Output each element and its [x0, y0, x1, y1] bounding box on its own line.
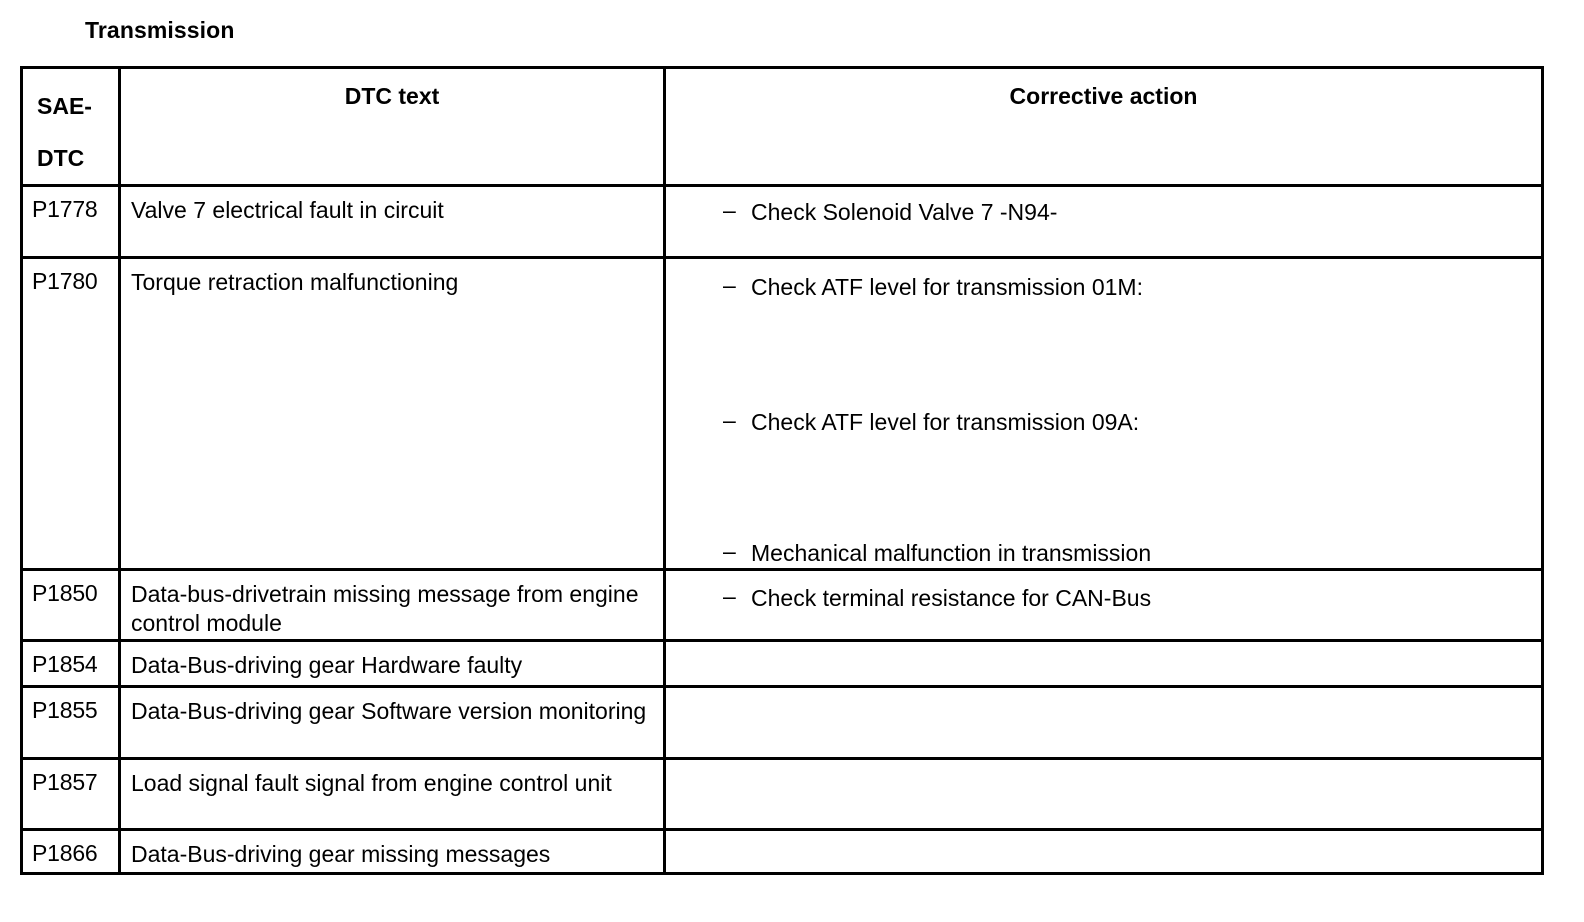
corrective-action-text: Check ATF level for transmission 09A:	[751, 409, 1140, 435]
table-row: P1778 Valve 7 electrical fault in circui…	[20, 184, 1544, 259]
table-row: P1854 Data-Bus-driving gear Hardware fau…	[20, 639, 1544, 688]
corrective-action-text: Check ATF level for transmission 01M:	[751, 274, 1143, 300]
corrective-action-text: Check Solenoid Valve 7 -N94-	[751, 199, 1058, 225]
dtc-code-cell: P1850	[20, 568, 121, 642]
dtc-table: SAE- DTC DTC text Corrective action P177…	[20, 66, 1544, 875]
column-header-dtc-text: DTC text	[118, 66, 666, 187]
spacer	[723, 302, 1541, 408]
column-header-sae-line2: DTC	[37, 145, 85, 171]
column-header-sae-dtc: SAE- DTC	[20, 66, 121, 187]
corrective-action-list: – Check ATF level for transmission 01M: …	[723, 272, 1541, 568]
corrective-action-cell: – Check Solenoid Valve 7 -N94-	[663, 184, 1544, 259]
table-row: P1857 Load signal fault signal from engi…	[20, 757, 1544, 831]
dtc-text-cell: Load signal fault signal from engine con…	[118, 757, 666, 831]
corrective-action-item: – Check terminal resistance for CAN-Bus	[723, 583, 1541, 613]
dtc-code-cell: P1866	[20, 828, 121, 875]
corrective-action-cell	[663, 685, 1544, 760]
dtc-text-cell: Valve 7 electrical fault in circuit	[118, 184, 666, 259]
corrective-action-cell: – Check terminal resistance for CAN-Bus	[663, 568, 1544, 642]
corrective-action-item: – Check ATF level for transmission 01M:	[723, 272, 1541, 302]
dash-bullet-icon: –	[723, 583, 736, 609]
table-row: P1855 Data-Bus-driving gear Software ver…	[20, 685, 1544, 760]
page-title: Transmission	[85, 17, 235, 43]
table-row: P1850 Data-bus-drivetrain missing messag…	[20, 568, 1544, 642]
dash-bullet-icon: –	[723, 272, 736, 298]
dtc-text-cell: Data-bus-drivetrain missing message from…	[118, 568, 666, 642]
corrective-action-cell	[663, 757, 1544, 831]
corrective-action-cell	[663, 639, 1544, 688]
table-header-row: SAE- DTC DTC text Corrective action	[20, 66, 1544, 187]
dtc-code-cell: P1780	[20, 256, 121, 571]
corrective-action-item: – Check Solenoid Valve 7 -N94-	[723, 197, 1541, 227]
dtc-text-cell: Data-Bus-driving gear Software version m…	[118, 685, 666, 760]
dtc-code-cell: P1857	[20, 757, 121, 831]
table-row: P1780 Torque retraction malfunctioning –…	[20, 256, 1544, 571]
dtc-code-cell: P1855	[20, 685, 121, 760]
corrective-action-item: – Check ATF level for transmission 09A:	[723, 407, 1541, 437]
dtc-text-cell: Data-Bus-driving gear missing messages	[118, 828, 666, 875]
corrective-action-list: – Check Solenoid Valve 7 -N94-	[723, 197, 1541, 227]
column-header-sae-line1: SAE-	[37, 93, 92, 119]
corrective-action-list: – Check terminal resistance for CAN-Bus	[723, 583, 1541, 613]
dtc-code-cell: P1854	[20, 639, 121, 688]
dtc-code-cell: P1778	[20, 184, 121, 259]
dash-bullet-icon: –	[723, 538, 736, 564]
corrective-action-cell	[663, 828, 1544, 875]
corrective-action-item: – Mechanical malfunction in transmission	[723, 538, 1541, 568]
dtc-text-cell: Torque retraction malfunctioning	[118, 256, 666, 571]
dtc-text-cell: Data-Bus-driving gear Hardware faulty	[118, 639, 666, 688]
column-header-corrective-action: Corrective action	[663, 66, 1544, 187]
table-row: P1866 Data-Bus-driving gear missing mess…	[20, 828, 1544, 875]
corrective-action-text: Check terminal resistance for CAN-Bus	[751, 585, 1152, 611]
corrective-action-text: Mechanical malfunction in transmission	[751, 540, 1152, 566]
corrective-action-cell: – Check ATF level for transmission 01M: …	[663, 256, 1544, 571]
spacer	[723, 437, 1541, 539]
dash-bullet-icon: –	[723, 197, 736, 223]
dash-bullet-icon: –	[723, 407, 736, 433]
